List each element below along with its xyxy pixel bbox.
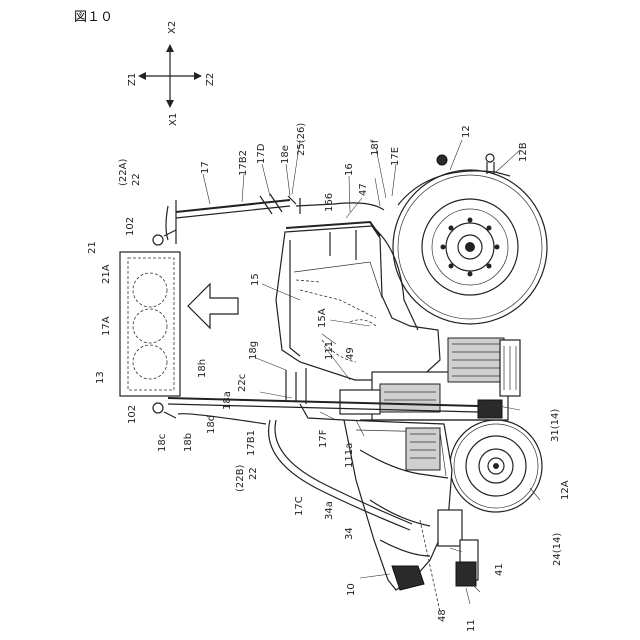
- label-25: 25(26): [296, 123, 307, 156]
- label-18g: 18g: [248, 341, 259, 360]
- roller-102-bottom: [153, 403, 163, 413]
- label-15A: 15A: [317, 308, 328, 328]
- label-41: 41: [494, 563, 505, 576]
- figure-title: 図１０: [74, 10, 113, 25]
- direction-arrow: [188, 284, 238, 328]
- label-21A: 21A: [101, 264, 112, 284]
- label-47: 47: [358, 183, 369, 196]
- label-12A: 12A: [560, 480, 571, 500]
- label-24: 24(14): [552, 533, 563, 566]
- label-12B: 12B: [518, 142, 529, 162]
- label-102-bottom: 102: [127, 405, 138, 424]
- label-34a: 34a: [324, 501, 335, 520]
- direction-indicator: X2 X1 Z1 Z2: [127, 21, 216, 126]
- label-10: 10: [346, 583, 357, 596]
- label-166: 166: [324, 193, 335, 212]
- label-34: 34: [344, 527, 355, 540]
- implement-unit: [120, 230, 180, 418]
- label-18h: 18h: [197, 359, 208, 378]
- label-17D: 17D: [256, 143, 267, 164]
- label-18d: 18d: [206, 415, 217, 434]
- rear-cap-icon: [437, 155, 447, 165]
- label-102-top: 102: [125, 217, 136, 236]
- axis-x1-label: X1: [168, 113, 179, 126]
- axis-x2-label: X2: [167, 21, 178, 34]
- label-48: 48: [437, 609, 448, 622]
- label-11: 11: [466, 619, 477, 632]
- label-13: 13: [95, 371, 106, 384]
- label-18b: 18b: [183, 433, 194, 452]
- label-17C: 17C: [294, 496, 305, 516]
- label-12: 12: [461, 125, 472, 138]
- label-16: 16: [344, 163, 355, 176]
- label-18e: 18e: [280, 145, 291, 164]
- label-17B1: 17B1: [246, 430, 257, 456]
- label-17: 17: [200, 161, 211, 174]
- label-17A: 17A: [101, 316, 112, 336]
- label-111a: 111a: [344, 443, 355, 468]
- label-17E: 17E: [390, 147, 401, 166]
- axis-z2-label: Z2: [205, 73, 216, 86]
- label-18c: 18c: [157, 434, 168, 452]
- axis-z1-label: Z1: [127, 73, 138, 86]
- label-22B: (22B): [235, 465, 246, 492]
- label-18a: 18a: [222, 391, 233, 410]
- label-22A: (22A): [118, 159, 129, 186]
- front-wheel: [450, 420, 542, 512]
- roller-102-top: [153, 235, 163, 245]
- label-31: 31(14): [550, 409, 561, 442]
- label-22c: 22c: [237, 374, 248, 392]
- rear-wheel: [393, 170, 547, 324]
- label-22-bottom: 22: [248, 467, 259, 480]
- label-17F: 17F: [318, 429, 329, 448]
- label-49: 49: [345, 347, 356, 360]
- label-22-top: 22: [131, 173, 142, 186]
- label-17B2: 17B2: [238, 150, 249, 176]
- label-18f: 18f: [370, 139, 381, 156]
- label-111: 111: [324, 341, 335, 360]
- label-21: 21: [87, 241, 98, 254]
- label-15: 15: [250, 273, 261, 286]
